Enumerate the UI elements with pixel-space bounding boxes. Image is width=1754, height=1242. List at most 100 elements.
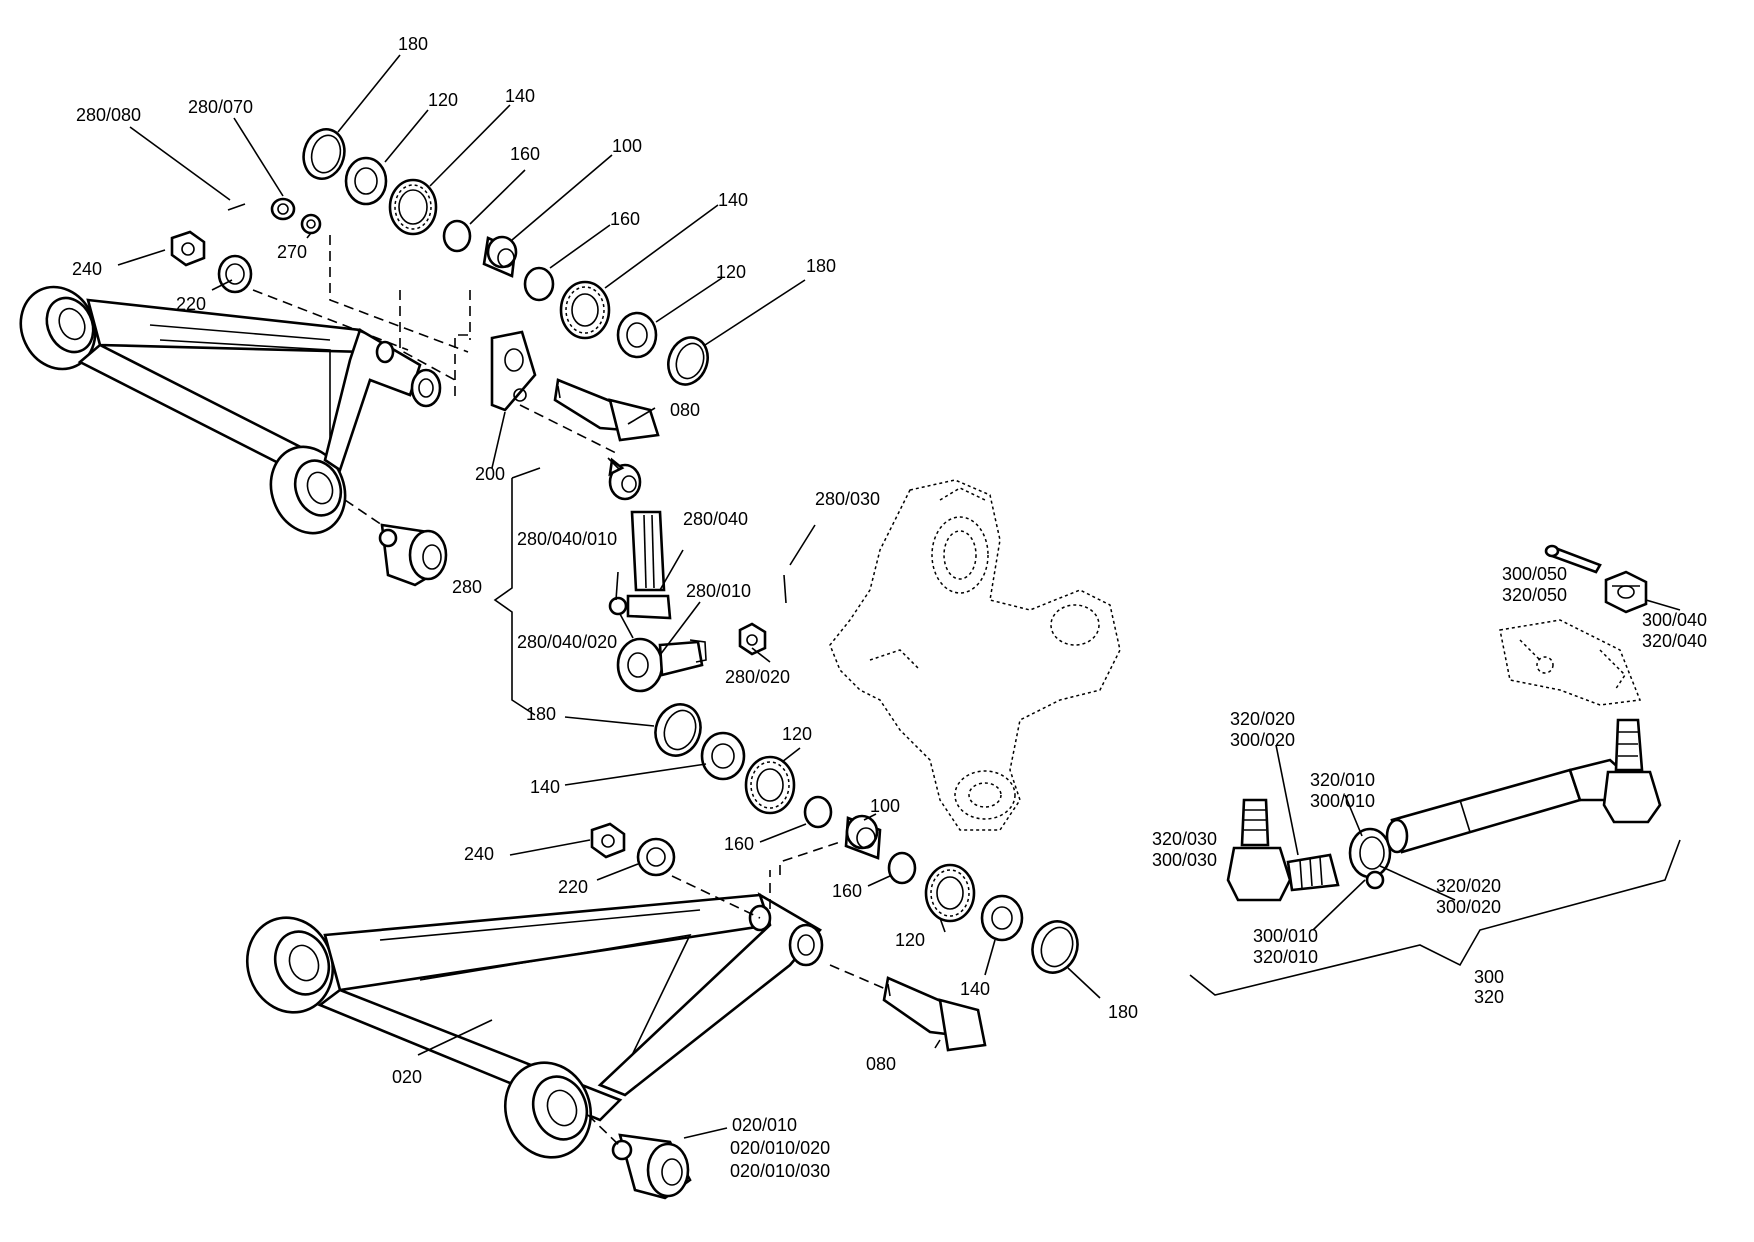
label-020: 020 xyxy=(392,1067,422,1087)
label-280-030: 280/030 xyxy=(815,489,880,509)
label-020-010: 020/010 xyxy=(732,1115,797,1135)
nut-280-070 xyxy=(270,197,296,221)
label-020-010-030: 020/010/030 xyxy=(730,1161,830,1181)
label-120-a: 120 xyxy=(428,90,458,110)
label-320-020-a: 320/020 xyxy=(1230,709,1295,729)
nut-280-020 xyxy=(738,622,767,656)
label-240-a: 240 xyxy=(72,259,102,279)
seal-180-lower xyxy=(654,703,702,757)
nut-240-lower xyxy=(590,822,626,859)
steering-arm-bracket xyxy=(1499,619,1642,706)
bolt-080-lower xyxy=(882,976,987,1052)
label-280-040-010: 280/040/010 xyxy=(517,529,617,549)
label-140-c: 140 xyxy=(530,777,560,797)
label-120-b: 120 xyxy=(716,262,746,282)
label-180-a: 180 xyxy=(398,34,428,54)
label-080-b: 080 xyxy=(866,1054,896,1074)
washer-220-lower xyxy=(636,837,676,877)
pin-280-080 xyxy=(227,203,246,211)
label-320-020-b: 320/020 xyxy=(1436,876,1501,896)
label-120-d: 120 xyxy=(895,930,925,950)
label-180-d: 180 xyxy=(1108,1002,1138,1022)
bearing-140-mid xyxy=(559,280,611,340)
label-320: 320 xyxy=(1474,987,1504,1007)
label-300-010-b: 300/010 xyxy=(1253,926,1318,946)
pin-280-030 xyxy=(783,574,787,604)
oring-160-lower-b xyxy=(887,851,917,885)
label-140-a: 140 xyxy=(505,86,535,106)
label-300-030: 300/030 xyxy=(1152,850,1217,870)
label-220-b: 220 xyxy=(558,877,588,897)
upper-arm-bushing xyxy=(378,523,448,587)
label-280-070: 280/070 xyxy=(188,97,253,117)
bushing-100-top xyxy=(482,235,518,278)
label-120-c: 120 xyxy=(782,724,812,744)
label-320-050: 320/050 xyxy=(1502,585,1567,605)
label-280-010: 280/010 xyxy=(686,581,751,601)
nut-240-upper xyxy=(170,230,206,267)
label-320-040: 320/040 xyxy=(1642,631,1707,651)
label-100-b: 100 xyxy=(870,796,900,816)
label-280: 280 xyxy=(452,577,482,597)
bushing-100-lower xyxy=(844,814,882,860)
label-160-d: 160 xyxy=(832,881,862,901)
label-080-a: 080 xyxy=(670,400,700,420)
label-300-020-a: 300/020 xyxy=(1230,730,1295,750)
tie-rod-end-300-020 xyxy=(1602,718,1662,824)
seal-180-lower-b xyxy=(1031,920,1079,974)
label-160-c: 160 xyxy=(724,834,754,854)
label-200: 200 xyxy=(475,464,505,484)
label-160-b: 160 xyxy=(610,209,640,229)
label-320-010-a: 320/010 xyxy=(1310,770,1375,790)
label-100-a: 100 xyxy=(612,136,642,156)
label-320-010-b: 320/010 xyxy=(1253,947,1318,967)
label-280-080: 280/080 xyxy=(76,105,141,125)
label-180-c: 180 xyxy=(526,704,556,724)
lower-arm-bushing xyxy=(611,1133,692,1200)
oring-160-lower-a xyxy=(803,795,833,829)
label-270: 270 xyxy=(277,242,307,262)
bearing-120-lower-b xyxy=(924,863,976,923)
label-300-020-b: 300/020 xyxy=(1436,897,1501,917)
ring-120-mid xyxy=(616,311,658,359)
seal-180-top xyxy=(302,128,346,180)
label-320-030: 320/030 xyxy=(1152,829,1217,849)
assembly-guide-lines xyxy=(252,235,889,1149)
washer-220-upper xyxy=(217,254,253,294)
oring-160-mid xyxy=(523,266,555,302)
label-140-d: 140 xyxy=(960,979,990,999)
ring-140-lower xyxy=(700,731,746,781)
label-240-b: 240 xyxy=(464,844,494,864)
label-160-a: 160 xyxy=(510,144,540,164)
tie-rod-end-320-030 xyxy=(1226,798,1340,902)
steering-knuckle xyxy=(829,479,1121,831)
label-280-040-020: 280/040/020 xyxy=(517,632,617,652)
label-300-050: 300/050 xyxy=(1502,564,1567,584)
label-280-020: 280/020 xyxy=(725,667,790,687)
washer-270 xyxy=(300,213,322,235)
drop-link-280 xyxy=(607,457,707,693)
label-300-040: 300/040 xyxy=(1642,610,1707,630)
bearing-120-lower xyxy=(744,755,796,815)
castle-nut-300-040 xyxy=(1604,570,1648,614)
label-020-010-020: 020/010/020 xyxy=(730,1138,830,1158)
seal-180-mid xyxy=(667,336,709,386)
label-300-010-a: 300/010 xyxy=(1310,791,1375,811)
bearing-140-top xyxy=(388,178,438,236)
clamp-300-010 xyxy=(1348,827,1392,890)
label-220-a: 220 xyxy=(176,294,206,314)
ring-140-lower-b xyxy=(980,894,1024,942)
oring-160-top xyxy=(442,219,472,253)
label-280-040: 280/040 xyxy=(683,509,748,529)
upper-control-arm xyxy=(19,285,442,535)
tie-rod-tube xyxy=(1385,758,1632,854)
label-300: 300 xyxy=(1474,967,1504,987)
leader-lines xyxy=(117,54,1681,1139)
label-140-b: 140 xyxy=(718,190,748,210)
part-labels: 180 120 140 280/080 280/070 160 100 270 … xyxy=(72,34,1707,1181)
cotter-pin-300-050 xyxy=(1544,544,1602,574)
ring-120-top xyxy=(344,156,388,206)
label-180-b: 180 xyxy=(806,256,836,276)
